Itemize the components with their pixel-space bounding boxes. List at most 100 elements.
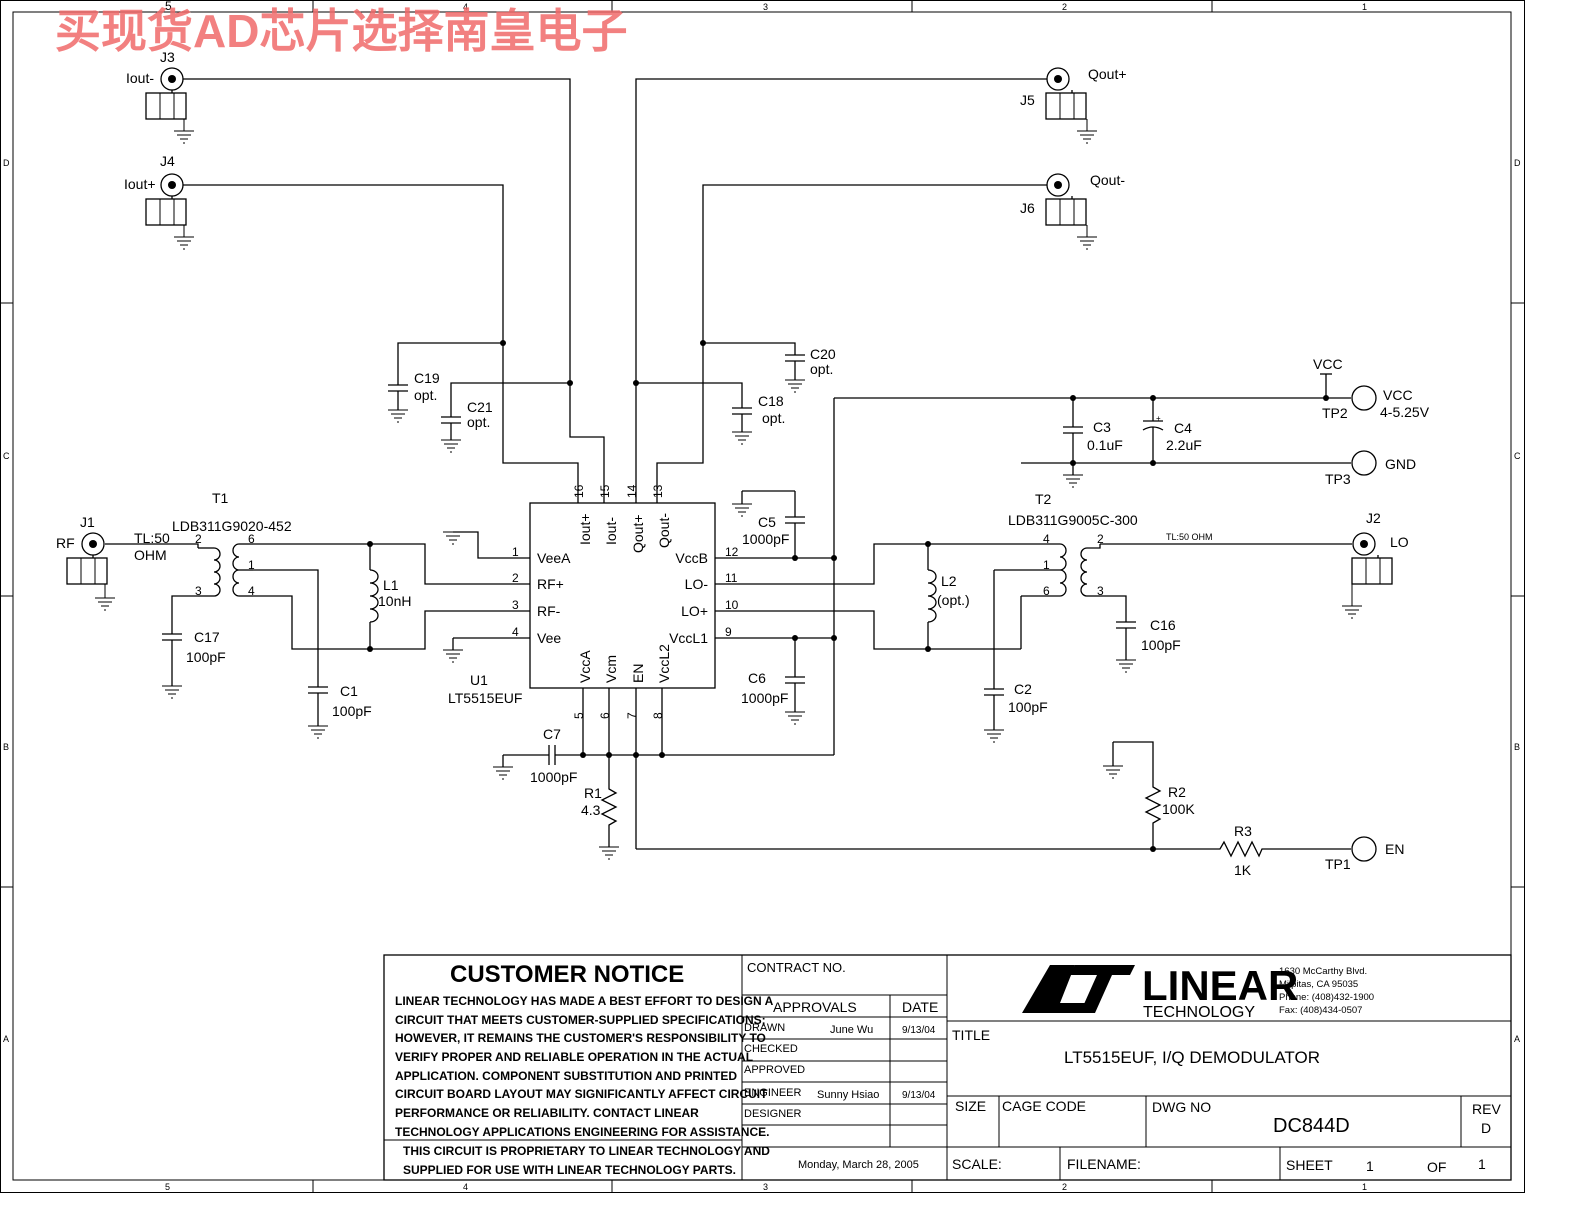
junctions [367, 340, 1329, 852]
approved-label: APPROVED [744, 1064, 805, 1076]
u1-pin-vccl2: VccL2 [656, 644, 672, 683]
c4-ref: C4 [1174, 420, 1192, 436]
total-sheets: 1 [1478, 1156, 1486, 1172]
notice-line-6: CIRCUIT BOARD LAYOUT MAY SIGNIFICANTLY A… [395, 1087, 768, 1101]
size-label: SIZE [955, 1098, 986, 1114]
watermark-text: 买现货AD芯片选择南皇电子 [55, 5, 627, 57]
u1-pin-num-1: 1 [512, 545, 519, 559]
c7-ref: C7 [543, 726, 561, 742]
drawn-date: 9/13/04 [902, 1025, 936, 1036]
engineer-label: ENGINEER [744, 1087, 802, 1099]
date-label: DATE [902, 999, 938, 1015]
j2-net: LO [1390, 534, 1409, 550]
r1-ref: R1 [584, 785, 602, 801]
address-line-1: 1630 McCarthy Blvd. [1279, 966, 1367, 977]
u1-pin-num-14: 14 [625, 484, 639, 498]
zone-row-b: B [3, 742, 9, 752]
c7-value: 1000pF [530, 769, 577, 785]
approvals-label: APPROVALS [773, 999, 857, 1015]
capacitor-symbols [161, 354, 1164, 766]
t1-pin-4: 4 [248, 584, 255, 598]
tp1-circle [1351, 836, 1377, 862]
j3-net: Iout- [126, 70, 154, 86]
u1-part: LT5515EUF [448, 690, 522, 706]
u1-pin-num-9: 9 [725, 625, 732, 639]
notice-line-3: HOWEVER, IT REMAINS THE CUSTOMER'S RESPO… [395, 1031, 766, 1045]
rev-value: D [1481, 1120, 1491, 1136]
drawn-label: DRAWN [744, 1022, 785, 1034]
wires [105, 78, 1352, 850]
notice-line-5: APPLICATION. COMPONENT SUBSTITUTION AND … [395, 1069, 737, 1083]
j4-connector [160, 173, 184, 197]
t2-value: LDB311G9005C-300 [1008, 512, 1138, 528]
tl1-line1: TL:50 [134, 530, 170, 546]
u1-pin-num-8: 8 [651, 712, 665, 719]
t2-pin-6: 6 [1043, 584, 1050, 598]
zone-row-b-right: B [1514, 742, 1520, 752]
u1-pin-num-6: 6 [598, 712, 612, 719]
zone-row-c: C [3, 451, 10, 461]
address-line-3: Phone: (408)432-1900 [1279, 992, 1374, 1003]
u1-pin-veea: VeeA [537, 550, 571, 566]
zone-col-3-bottom: 3 [763, 1182, 768, 1192]
checked-label: CHECKED [744, 1043, 798, 1055]
j6-connector [1046, 173, 1070, 197]
cage-code-label: CAGE CODE [1002, 1098, 1086, 1114]
c1-ref: C1 [340, 683, 358, 699]
u1-pin-num-15: 15 [598, 484, 612, 498]
tl2-label: TL:50 OHM [1166, 532, 1213, 542]
j2-connector [1352, 532, 1376, 556]
zone-row-c-right: C [1514, 451, 1521, 461]
notice-line-7: PERFORMANCE OR RELIABILITY. CONTACT LINE… [395, 1106, 699, 1120]
engineer-date: 9/13/04 [902, 1090, 936, 1101]
c18-value: opt. [762, 410, 785, 426]
tp2-circle [1351, 385, 1377, 411]
zone-col-2-bottom: 2 [1062, 1182, 1067, 1192]
zone-col-4: 4 [463, 2, 468, 12]
l2-value: (opt.) [937, 592, 970, 608]
t1-value: LDB311G9020-452 [172, 518, 292, 534]
zone-col-5: 5 [165, 0, 172, 13]
l2-coil [927, 569, 937, 623]
u1-pin-vccb: VccB [675, 550, 708, 566]
c17-value: 100pF [186, 649, 226, 665]
designer-label: DESIGNER [744, 1108, 802, 1120]
c19-value: opt. [414, 387, 437, 403]
t1-pin-1: 1 [248, 558, 255, 572]
c3-ref: C3 [1093, 419, 1111, 435]
tp2-range: 4-5.25V [1380, 404, 1430, 420]
l2-ref: L2 [941, 573, 957, 589]
u1-pin-vcm: Vcm [603, 655, 619, 683]
c16-ref: C16 [1150, 617, 1176, 633]
magnetics [198, 543, 1101, 623]
zone-row-d: D [3, 158, 10, 168]
scale-label: SCALE: [952, 1156, 1002, 1172]
zone-col-1: 1 [1362, 2, 1367, 12]
u1-pin-num-5: 5 [572, 712, 586, 719]
c2-ref: C2 [1014, 681, 1032, 697]
c2-value: 100pF [1008, 699, 1048, 715]
tp1-net: EN [1385, 841, 1404, 857]
r2-body [1144, 783, 1162, 825]
j1-connector [81, 532, 105, 556]
u1-pin-qout-minus: Qout- [656, 513, 672, 548]
u1-pin-vccl1: VccL1 [669, 630, 708, 646]
linear-logo: LINEAR TECHNOLOGY [1022, 962, 1298, 1021]
tp3-circle [1351, 450, 1377, 476]
filename-label: FILENAME: [1067, 1156, 1141, 1172]
j4-net: Iout+ [124, 176, 156, 192]
zone-row-d-right: D [1514, 158, 1521, 168]
u1-pin-iout-plus: Iout+ [577, 513, 593, 545]
t1-pin-2: 2 [195, 532, 202, 546]
t2-ref: T2 [1035, 491, 1052, 507]
ground-symbols [94, 130, 1363, 860]
u1-pin-num-3: 3 [512, 598, 519, 612]
c21-value: opt. [467, 414, 490, 430]
c5-value: 1000pF [742, 531, 789, 547]
title-label: TITLE [952, 1027, 990, 1043]
contract-no-label: CONTRACT NO. [747, 960, 846, 975]
r3-value: 1K [1234, 862, 1252, 878]
c21-ref: C21 [467, 399, 493, 415]
j6-ref: J6 [1020, 200, 1035, 216]
c18-ref: C18 [758, 393, 784, 409]
